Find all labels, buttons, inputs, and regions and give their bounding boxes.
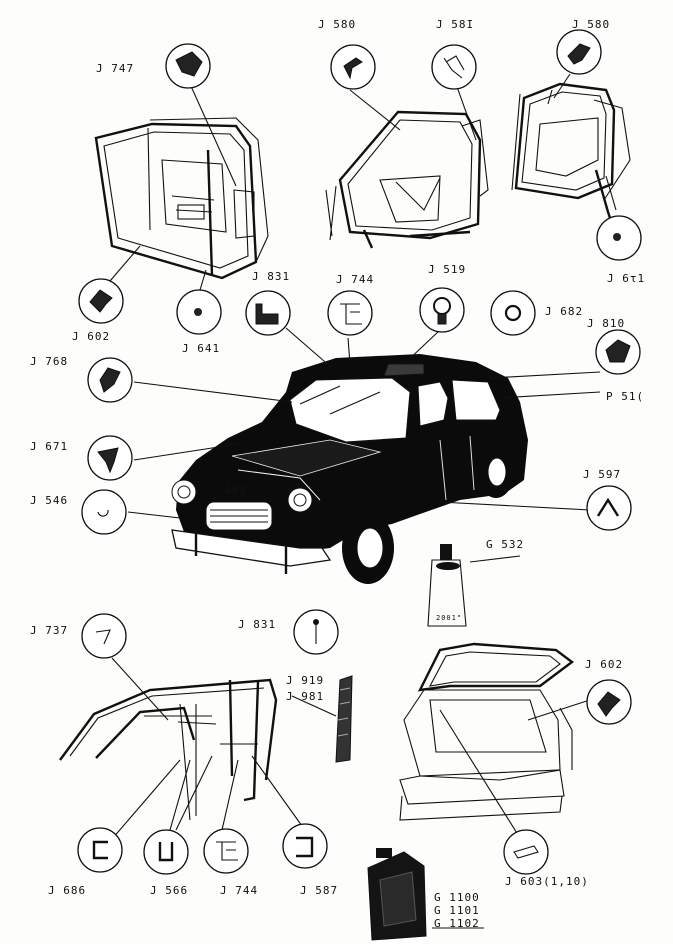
label-j602-bottom: J 602 bbox=[585, 658, 623, 671]
label-j566: J 566 bbox=[150, 884, 188, 897]
part-circle-j744-bottom bbox=[203, 828, 249, 874]
label-j581: J 58I bbox=[436, 18, 474, 31]
seal-profile-icon bbox=[597, 691, 621, 717]
label-g532: G 532 bbox=[486, 538, 524, 551]
part-circle-j597 bbox=[586, 485, 632, 531]
part-circle-j519 bbox=[419, 287, 465, 333]
label-j641-right: J 6τ1 bbox=[607, 272, 645, 285]
label-j768: J 768 bbox=[30, 355, 68, 368]
strip-profile-icon bbox=[255, 303, 279, 325]
o-ring-icon bbox=[504, 304, 522, 322]
label-j587: J 587 bbox=[300, 884, 338, 897]
front-door-seal-illustration bbox=[94, 117, 269, 280]
c-profile-icon bbox=[296, 836, 314, 858]
adhesive-can bbox=[367, 848, 427, 941]
label-j602-top: J 602 bbox=[72, 330, 110, 343]
label-j671: J 671 bbox=[30, 440, 68, 453]
part-circle-j581 bbox=[431, 44, 477, 90]
label-j831-top: J 831 bbox=[252, 270, 290, 283]
part-circle-j686 bbox=[77, 827, 123, 873]
label-j737: J 737 bbox=[30, 624, 68, 637]
rear-door-seal-illustration bbox=[325, 110, 489, 249]
label-j686: J 686 bbox=[48, 884, 86, 897]
label-j597: J 597 bbox=[583, 468, 621, 481]
u-profile-icon bbox=[158, 842, 174, 862]
label-j747: J 747 bbox=[96, 62, 134, 75]
label-j981: J 981 bbox=[286, 690, 324, 703]
label-j580-a: J 580 bbox=[318, 18, 356, 31]
seal-profile-icon bbox=[89, 289, 113, 313]
part-circle-j566 bbox=[143, 829, 189, 875]
seal-profile-icon bbox=[343, 57, 363, 80]
label-p510: P 51( bbox=[606, 390, 644, 403]
label-j831-bottom: J 831 bbox=[238, 618, 276, 631]
car-badge: 403 bbox=[224, 484, 247, 497]
part-circle-j546 bbox=[81, 489, 127, 535]
grommet-icon bbox=[194, 308, 202, 316]
seal-profile-icon bbox=[99, 367, 121, 393]
v-seal-icon bbox=[596, 497, 620, 517]
grommet-icon bbox=[613, 233, 621, 241]
plug-icon bbox=[97, 447, 119, 474]
sealant-tube: 2001" bbox=[427, 544, 467, 627]
label-j744-bottom: J 744 bbox=[220, 884, 258, 897]
label-j919: J 919 bbox=[286, 674, 324, 687]
seal-clip-icon bbox=[175, 51, 203, 77]
sleeve-part bbox=[335, 675, 353, 763]
back-door-seal-illustration bbox=[511, 82, 631, 225]
part-circle-j737 bbox=[81, 613, 127, 659]
label-j641-left: J 641 bbox=[182, 342, 220, 355]
part-circle-j831-top bbox=[245, 290, 291, 336]
part-circle-j603 bbox=[503, 829, 549, 875]
clip-profile-icon bbox=[216, 841, 238, 861]
clip-icon bbox=[97, 509, 109, 517]
part-circle-j587 bbox=[282, 823, 328, 869]
label-g1102: G 1102 bbox=[434, 917, 480, 930]
rear-window-seal-illustration bbox=[59, 678, 278, 821]
part-circle-j682 bbox=[490, 290, 536, 336]
label-j682: J 682 bbox=[545, 305, 583, 318]
label-j580-b: J 580 bbox=[572, 18, 610, 31]
trunk-seal-illustration bbox=[399, 642, 574, 821]
seal-profile-icon bbox=[567, 43, 591, 65]
seal-profile-icon bbox=[443, 55, 465, 79]
c-profile-icon bbox=[92, 840, 108, 860]
clip-profile-icon bbox=[340, 303, 362, 325]
seal-profile-icon bbox=[513, 845, 539, 859]
label-j519: J 519 bbox=[428, 263, 466, 276]
car-body-illustration: 403 bbox=[171, 354, 528, 584]
seal-profile-icon bbox=[95, 629, 111, 645]
label-g1101: G 1101 bbox=[434, 904, 480, 917]
seal-profile-icon bbox=[605, 339, 631, 363]
part-circle-j744-top bbox=[327, 290, 373, 336]
leader-lines bbox=[103, 73, 617, 847]
label-j744-top: J 744 bbox=[336, 273, 374, 286]
label-j603: J 603(1,10) bbox=[505, 875, 589, 888]
label-j546: J 546 bbox=[30, 494, 68, 507]
label-g1100: G 1100 bbox=[434, 891, 480, 904]
tube-label: 2001" bbox=[436, 614, 462, 622]
label-j810: J 810 bbox=[587, 317, 625, 330]
